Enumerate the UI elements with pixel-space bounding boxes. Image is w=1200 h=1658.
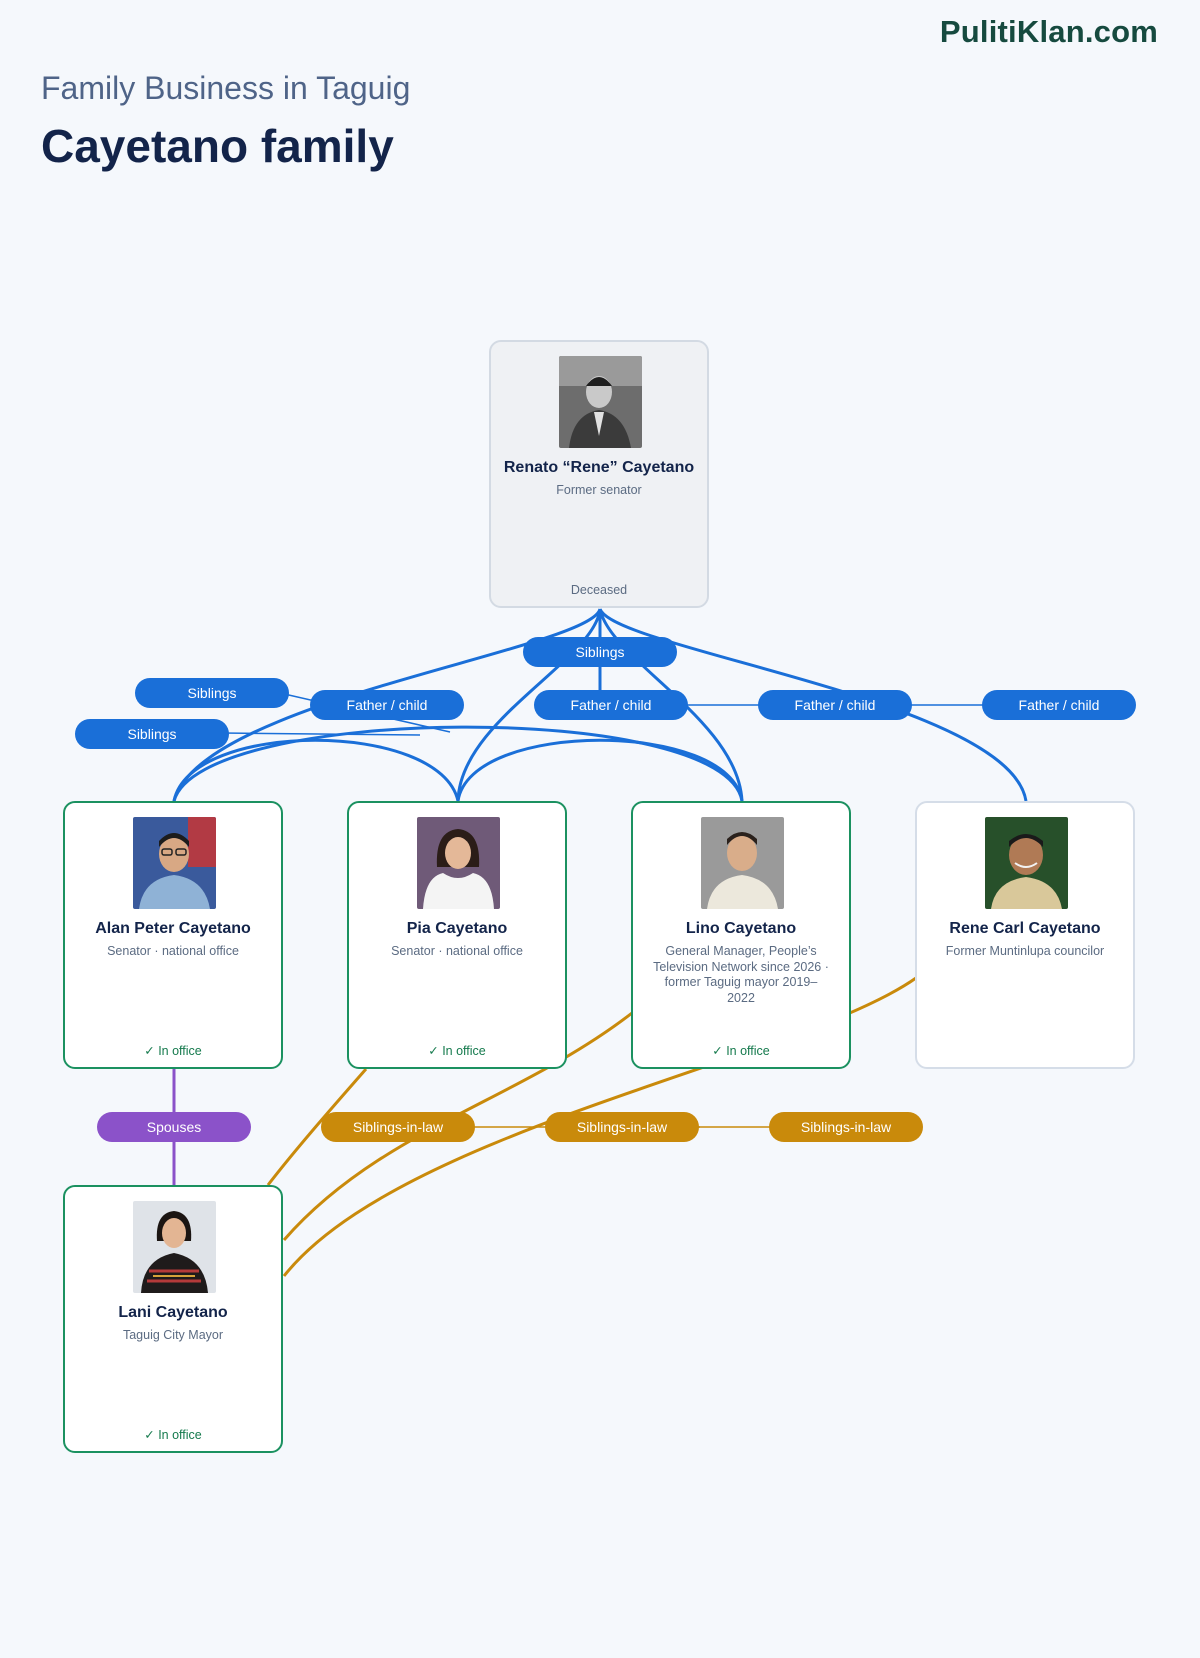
portrait-renecarl bbox=[985, 817, 1068, 909]
status-badge: ✓ In office bbox=[712, 1044, 770, 1058]
page-subtitle: Family Business in Taguig bbox=[41, 70, 411, 106]
relation-siblings-left-1[interactable]: Siblings bbox=[135, 678, 289, 708]
person-role: General Manager, People’s Television Net… bbox=[653, 944, 829, 1005]
edge-siblings-alan-pia bbox=[172, 738, 460, 802]
status-badge: ✓ In office bbox=[144, 1428, 202, 1442]
person-card-lani[interactable]: Lani Cayetano Taguig City Mayor ✓ In off… bbox=[63, 1185, 283, 1453]
person-card-renato[interactable]: Renato “Rene” Cayetano Former senator De… bbox=[489, 340, 709, 608]
edge-father-child-pia bbox=[456, 608, 602, 802]
status-badge: ✓ In office bbox=[428, 1044, 486, 1058]
relation-siblings-in-law-1[interactable]: Siblings-in-law bbox=[321, 1112, 475, 1142]
page-title: Cayetano family bbox=[41, 120, 394, 172]
person-name: Pia Cayetano bbox=[406, 920, 508, 937]
edge-siblings-pia-lino bbox=[456, 738, 744, 802]
person-role: Senator · national office bbox=[107, 944, 239, 958]
edge-in-law-pia-lani bbox=[266, 1068, 368, 1186]
person-role: Former senator bbox=[556, 483, 642, 497]
person-card-alan[interactable]: Alan Peter Cayetano Senator · national o… bbox=[63, 801, 283, 1069]
edge-pill-link-3 bbox=[221, 732, 421, 736]
person-name: Lani Cayetano bbox=[118, 1304, 228, 1321]
portrait-lino bbox=[701, 817, 784, 909]
person-role: Former Muntinlupa councilor bbox=[945, 944, 1105, 958]
person-name: Lino Cayetano bbox=[685, 920, 797, 937]
relation-siblings-top[interactable]: Siblings bbox=[523, 637, 677, 667]
edge-father-child-alan bbox=[172, 608, 602, 802]
portrait-lani bbox=[133, 1201, 216, 1293]
status-badge: Deceased bbox=[570, 583, 628, 597]
person-card-pia[interactable]: Pia Cayetano Senator · national office ✓… bbox=[347, 801, 567, 1069]
relation-spouses[interactable]: Spouses bbox=[97, 1112, 251, 1142]
brand-logo[interactable]: PulitiKlan.com bbox=[939, 14, 1158, 49]
person-name: Renato “Rene” Cayetano bbox=[503, 459, 695, 476]
status-badge: ✓ In office bbox=[144, 1044, 202, 1058]
relation-father-child-2[interactable]: Father / child bbox=[534, 690, 688, 720]
relation-siblings-in-law-3[interactable]: Siblings-in-law bbox=[769, 1112, 923, 1142]
portrait-renato bbox=[559, 356, 642, 448]
portrait-pia bbox=[417, 817, 500, 909]
person-name: Rene Carl Cayetano bbox=[949, 920, 1101, 937]
edge-father-child-renecarl bbox=[598, 608, 1028, 802]
person-name: Alan Peter Cayetano bbox=[95, 920, 251, 937]
person-card-renecarl[interactable]: Rene Carl Cayetano Former Muntinlupa cou… bbox=[915, 801, 1135, 1069]
edge-siblings-alan-lino bbox=[172, 725, 744, 802]
person-role: Senator · national office bbox=[391, 944, 523, 958]
person-role: Taguig City Mayor bbox=[122, 1328, 224, 1342]
relation-siblings-in-law-2[interactable]: Siblings-in-law bbox=[545, 1112, 699, 1142]
relation-father-child-3[interactable]: Father / child bbox=[758, 690, 912, 720]
person-card-lino[interactable]: Lino Cayetano General Manager, People’s … bbox=[631, 801, 851, 1069]
relation-siblings-left-2[interactable]: Siblings bbox=[75, 719, 229, 749]
relation-father-child-1[interactable]: Father / child bbox=[310, 690, 464, 720]
portrait-alan bbox=[133, 817, 216, 909]
relation-father-child-4[interactable]: Father / child bbox=[982, 690, 1136, 720]
